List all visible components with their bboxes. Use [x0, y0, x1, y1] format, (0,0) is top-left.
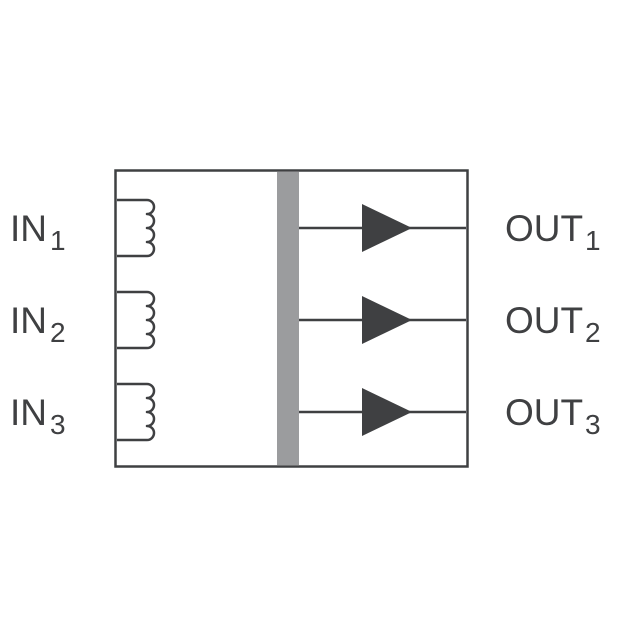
inductor-coil-icon	[117, 382, 156, 442]
buffer-amplifier-icon	[362, 296, 412, 344]
output-subscript-1: 1	[585, 225, 601, 256]
output-label-2: OUT	[505, 300, 583, 341]
output-label-3: OUT	[505, 392, 583, 433]
buffer-amplifier-icon	[362, 204, 412, 252]
channel-1	[117, 198, 466, 258]
inductor-coil-icon	[117, 290, 156, 350]
input-label-3: IN	[10, 392, 47, 433]
output-subscript-3: 3	[585, 409, 601, 440]
input-subscript-1: 1	[50, 225, 66, 256]
channel-3	[117, 382, 466, 442]
output-subscript-2: 2	[585, 317, 601, 348]
isolation-barrier	[277, 171, 299, 466]
inductor-coil-icon	[117, 198, 156, 258]
input-subscript-3: 3	[50, 409, 66, 440]
buffer-amplifier-icon	[362, 388, 412, 436]
channel-2	[117, 290, 466, 350]
output-label-1: OUT	[505, 208, 583, 249]
input-label-1: IN	[10, 208, 47, 249]
input-label-2: IN	[10, 300, 47, 341]
input-subscript-2: 2	[50, 317, 66, 348]
